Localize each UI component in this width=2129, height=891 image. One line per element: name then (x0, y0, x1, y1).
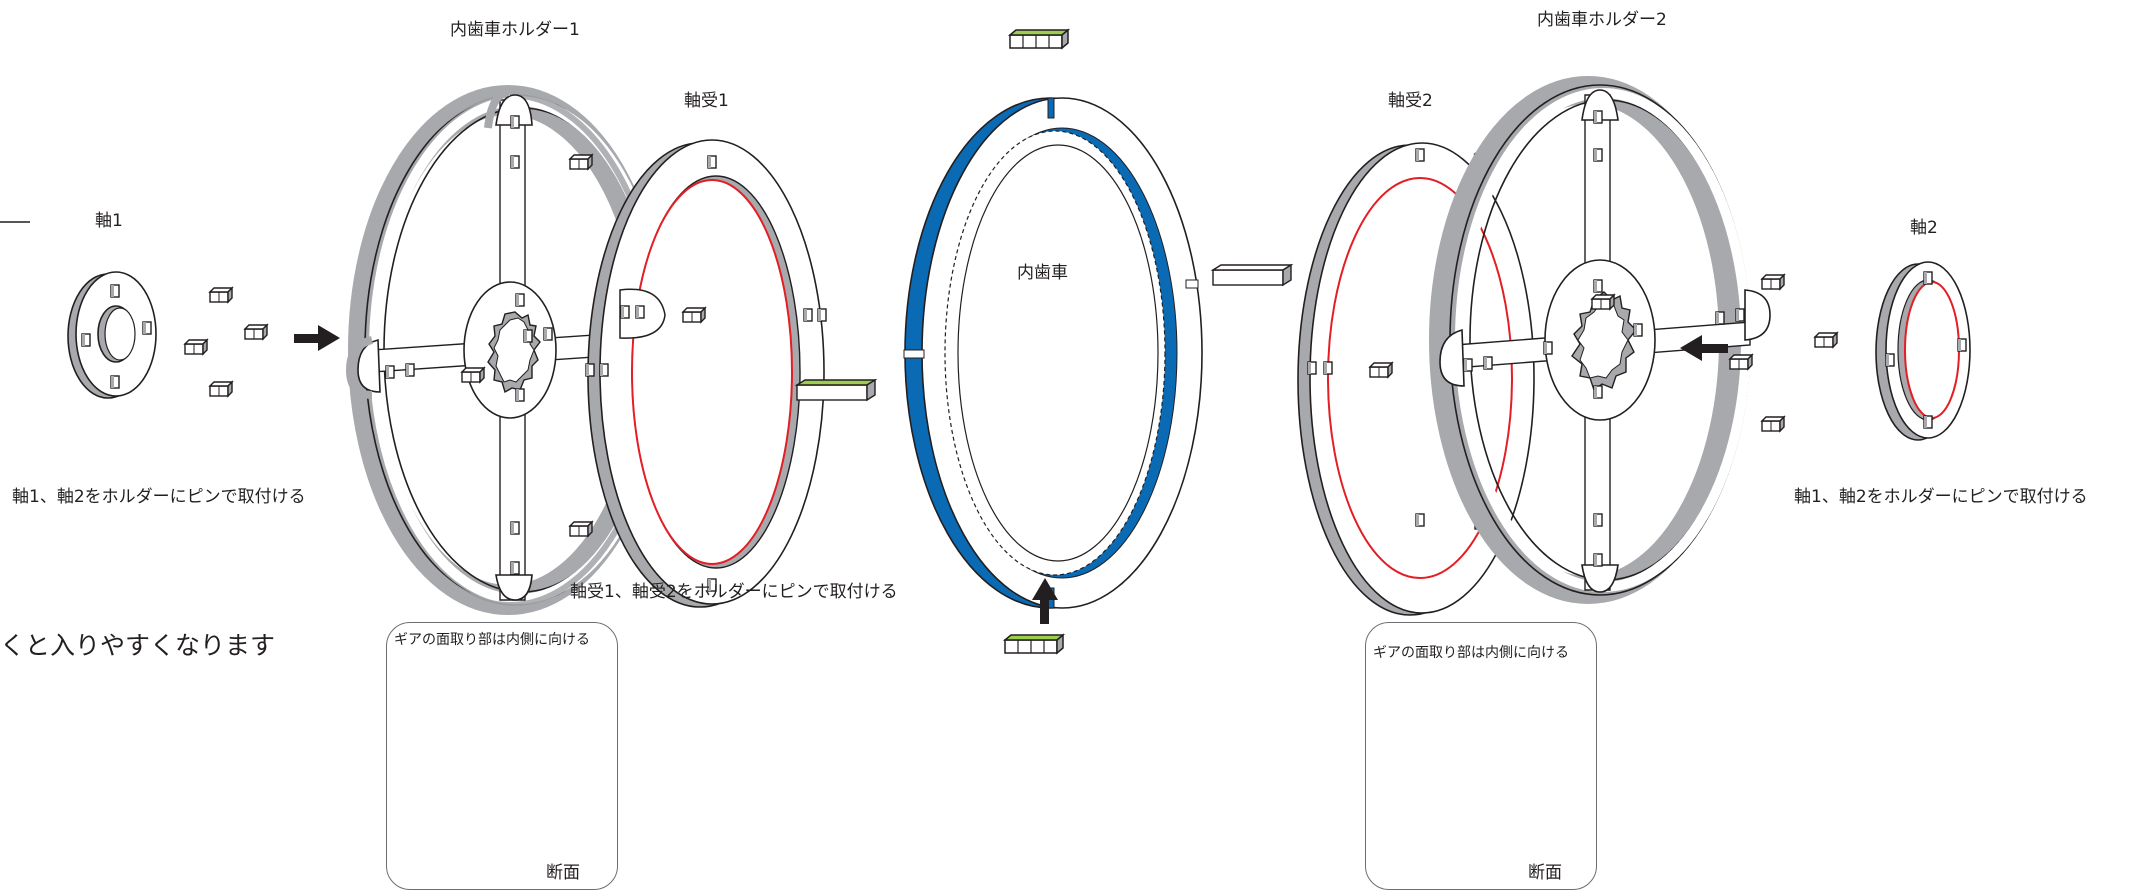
arrow-up-icon (1032, 578, 1058, 624)
label-internal-gear: 内歯車 (1017, 263, 1068, 283)
label-shaft1: 軸1 (95, 211, 123, 231)
inset-box-left (386, 622, 618, 890)
label-holder2: 内歯車ホルダー2 (1537, 10, 1667, 30)
pin-icon (1761, 416, 1785, 432)
note-shaft-left: 軸1、軸2をホルダーにピンで取付ける (12, 487, 306, 507)
inset-title-right: ギアの面取り部は内側に向ける (1373, 645, 1569, 661)
pin-icon (1729, 354, 1753, 370)
long-pin-left (794, 378, 878, 402)
note-bearing: 軸受1、軸受2をホルダーにピンで取付ける (570, 582, 898, 602)
label-bearing1: 軸受1 (684, 91, 729, 111)
pin-icon (1814, 332, 1838, 348)
long-pin-right (1210, 263, 1294, 287)
label-shaft2: 軸2 (1910, 218, 1938, 238)
pin-icon (209, 381, 233, 397)
section-label-right: 断面 (1528, 863, 1562, 883)
holder2-gear-hub (1571, 291, 1637, 392)
section-label-left: 断面 (546, 863, 580, 883)
note-cut-text: くと入りやすくなります (0, 631, 276, 660)
pin-icon (209, 287, 233, 303)
label-bearing2: 軸受2 (1388, 91, 1433, 111)
arrow-left-icon (1680, 335, 1728, 361)
pin-icon (1761, 274, 1785, 290)
pin-icon (1009, 29, 1069, 49)
note-shaft-right: 軸1、軸2をホルダーにピンで取付ける (1794, 487, 2088, 507)
inset-box-right (1365, 622, 1597, 890)
inset-title-left: ギアの面取り部は内側に向ける (394, 632, 590, 648)
arrow-right-icon (294, 325, 340, 351)
holder2-frame (1429, 76, 1771, 604)
pin-icon (682, 307, 706, 323)
pin-icon (569, 521, 593, 537)
bearing1-ring (585, 139, 827, 608)
pin-icon (184, 339, 208, 355)
shaft2-ring (1875, 261, 1971, 441)
internal-gear (903, 97, 1203, 609)
holder1-frame (345, 85, 686, 615)
pin-icon (569, 154, 593, 170)
pin-icon (1369, 362, 1393, 378)
pin-icon (1004, 634, 1064, 654)
label-holder1: 内歯車ホルダー1 (450, 20, 580, 40)
pin-icon (1591, 294, 1615, 310)
shaft1-ring (67, 271, 157, 399)
pin-icon (244, 324, 268, 340)
pin-icon (461, 367, 485, 383)
